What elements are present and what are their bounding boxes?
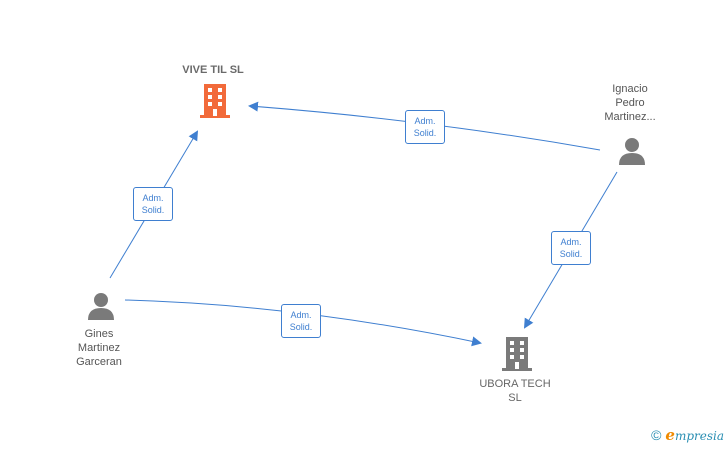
company-name-line: SL [508,392,522,404]
person-name-line: Martinez [77,342,121,354]
edge-label-line: Solid. [289,322,313,332]
person-name-ignacio: Ignacio Pedro Martinez... [580,82,680,124]
edge-label-ignacio-vive-til[interactable]: Adm. Solid. [405,110,445,144]
person-name-line: Garceran [76,356,122,368]
edge-label-line: Solid. [413,128,437,138]
brand-initial: e [665,426,675,444]
person-name-line: Pedro [615,97,645,109]
edge-label-line: Solid. [141,205,165,215]
edge-label-line: Solid. [559,249,583,259]
edge-label-gines-vive-til[interactable]: Adm. Solid. [133,187,173,221]
edge-label-line: Adm. [414,116,436,126]
copyright-symbol: © [651,427,662,443]
building-icon[interactable] [501,336,533,372]
person-name-line: Ignacio [612,83,648,95]
person-name-line: Martinez... [604,111,656,123]
building-icon[interactable] [199,83,231,119]
footer-watermark: © empresia [651,426,724,444]
edge-label-line: Adm. [142,193,164,203]
company-name-ubora-tech: UBORA TECH SL [465,377,565,405]
company-name-line: UBORA TECH [479,378,551,390]
edge-label-ignacio-ubora-tech[interactable]: Adm. Solid. [551,231,591,265]
brand-logo[interactable]: empresia [665,426,724,444]
edge-label-gines-ubora-tech[interactable]: Adm. Solid. [281,304,321,338]
person-name-line: Gines [84,328,114,340]
company-name-vive-til: VIVE TIL SL [182,64,244,76]
brand-rest: mpresia [674,429,724,443]
person-icon[interactable] [86,291,116,321]
person-icon[interactable] [617,136,647,166]
edge-label-line: Adm. [290,310,312,320]
person-name-gines: Gines Martinez Garceran [49,327,149,369]
edge-label-line: Adm. [560,237,582,247]
